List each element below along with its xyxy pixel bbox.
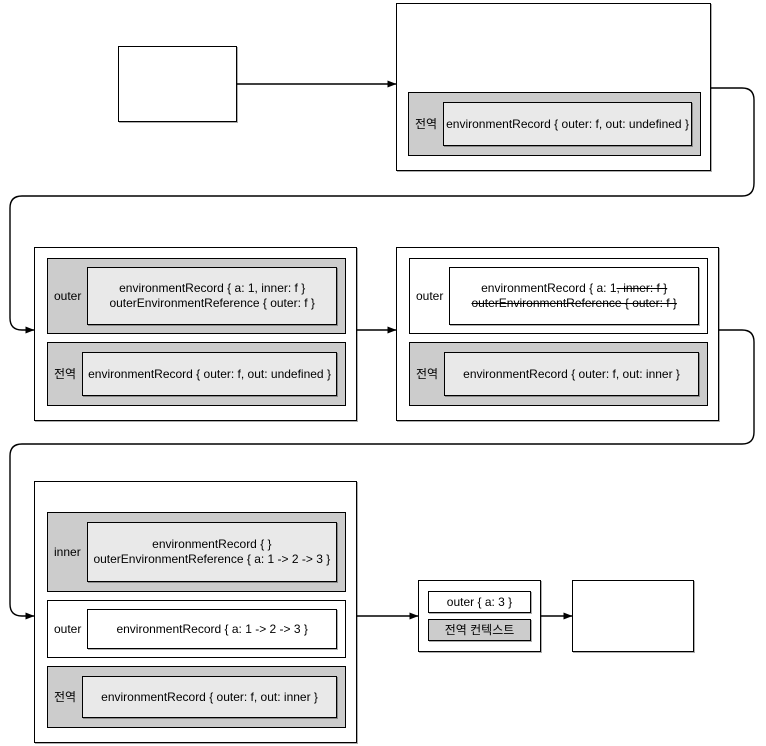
record-line: environmentRecord { } (152, 537, 272, 551)
environment-record-box: environmentRecord { outer: f, out: undef… (443, 102, 692, 146)
scope-label-outer: outer (416, 288, 444, 303)
scope-row-global[interactable]: 전역 environmentRecord { outer: f, out: in… (409, 342, 708, 406)
scope-row-outer[interactable]: outer environmentRecord { a: 1 -> 2 -> 3… (47, 600, 346, 658)
step-6-execution-context-stack[interactable]: outer { a: 3 } 전역 컨텍스트 (418, 580, 541, 652)
record-line: environmentRecord { outer: f, out: inner… (463, 366, 680, 381)
scope-row-global[interactable]: 전역 environmentRecord { outer: f, out: un… (47, 342, 346, 406)
scope-label-global: 전역 (54, 366, 77, 381)
environment-record-box: environmentRecord { a: 1, inner: f } out… (87, 267, 337, 325)
environment-record-box: environmentRecord { outer: f, out: undef… (82, 352, 337, 396)
scope-label-inner: inner (54, 544, 81, 559)
step-7-empty-box[interactable] (572, 580, 694, 652)
step-1-empty-box[interactable] (118, 46, 237, 122)
scope-row-global[interactable]: 전역 environmentRecord { outer: f, out: in… (47, 666, 346, 728)
step-3-scope-stack[interactable]: outer environmentRecord { a: 1, inner: f… (34, 247, 357, 421)
record-text-prefix: environmentRecord { a: 1 (481, 281, 617, 295)
scope-label-global: 전역 (416, 366, 439, 381)
scope-row-outer[interactable]: outer environmentRecord { a: 1, inner: f… (409, 258, 708, 334)
scope-row-outer[interactable]: outer environmentRecord { a: 1, inner: f… (47, 258, 346, 334)
environment-record-box: environmentRecord { } outerEnvironmentRe… (86, 522, 337, 582)
scope-label-global: 전역 (54, 689, 77, 704)
scope-label-global: 전역 (415, 116, 438, 131)
step-4-scope-stack[interactable]: outer environmentRecord { a: 1, inner: f… (396, 247, 719, 421)
record-line: environmentRecord { outer: f, out: undef… (446, 116, 689, 131)
scope-label-outer: outer (54, 288, 82, 303)
record-line: environmentRecord { outer: f, out: undef… (88, 366, 331, 381)
scope-label-outer: outer (54, 621, 82, 636)
context-item-outer[interactable]: outer { a: 3 } (428, 590, 531, 613)
environment-record-box: environmentRecord { outer: f, out: inner… (82, 676, 337, 718)
step-2-scope-stack[interactable]: 전역 environmentRecord { outer: f, out: un… (396, 3, 711, 171)
environment-record-box: environmentRecord { outer: f, out: inner… (444, 352, 699, 396)
scope-row-inner[interactable]: inner environmentRecord { } outerEnviron… (47, 512, 346, 592)
scope-row-global[interactable]: 전역 environmentRecord { outer: f, out: un… (408, 92, 701, 156)
environment-record-box: environmentRecord { a: 1, inner: f } out… (449, 267, 699, 325)
context-item-global[interactable]: 전역 컨텍스트 (428, 619, 531, 642)
record-line: environmentRecord { a: 1, inner: f } (119, 281, 306, 295)
record-line: environmentRecord { a: 1 -> 2 -> 3 } (116, 621, 308, 636)
record-line: environmentRecord { a: 1, inner: f } (481, 281, 667, 296)
environment-record-box: environmentRecord { a: 1 -> 2 -> 3 } (87, 609, 337, 649)
record-text-struck: , inner: f } (616, 281, 668, 295)
step-5-scope-stack[interactable]: inner environmentRecord { } outerEnviron… (34, 481, 357, 743)
record-line-struck: outerEnvironmentReference { outer: f } (471, 296, 677, 310)
record-line: outerEnvironmentReference { outer: f } (109, 296, 315, 310)
record-line: environmentRecord { outer: f, out: inner… (101, 689, 318, 704)
record-line: outerEnvironmentReference { a: 1 -> 2 ->… (93, 552, 331, 566)
